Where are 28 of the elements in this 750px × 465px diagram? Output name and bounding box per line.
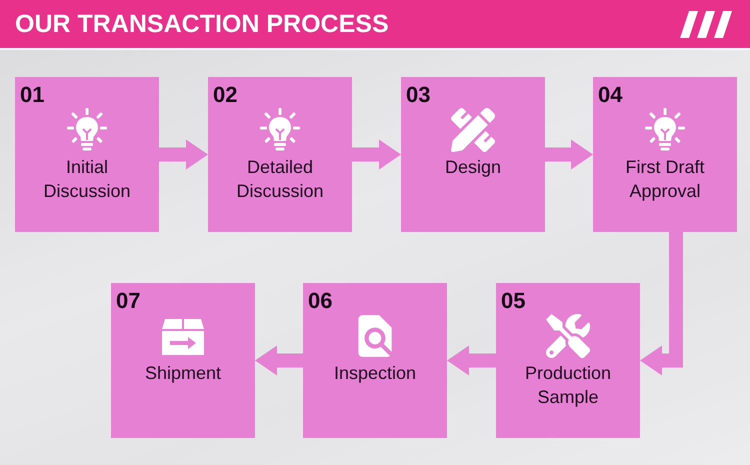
- step-box: [593, 77, 737, 232]
- step-box: [496, 283, 640, 438]
- step-label: Initial Discussion: [42, 156, 132, 203]
- arrow: [352, 140, 401, 170]
- arrow: [159, 140, 208, 170]
- title: OUR TRANSACTION PROCESS: [15, 10, 389, 38]
- step-box: [208, 77, 352, 232]
- step-label: First Draft Approval: [624, 156, 706, 203]
- step-label: Inspection: [332, 362, 418, 385]
- step-label: Design: [444, 156, 502, 179]
- step-number: 07: [116, 289, 140, 313]
- step-box: [303, 283, 447, 438]
- arrow: [640, 232, 683, 376]
- step-box: [401, 77, 545, 232]
- arrow: [447, 346, 496, 376]
- step-number: 05: [501, 289, 526, 313]
- step-label: Production Sample: [524, 362, 612, 409]
- arrow: [255, 346, 303, 376]
- step-label: Shipment: [144, 362, 222, 385]
- step-number: 04: [598, 83, 622, 107]
- step-box: [111, 283, 255, 438]
- step-label: Detailed Discussion: [235, 156, 325, 203]
- step-box: [15, 77, 159, 232]
- step-number: 03: [406, 83, 430, 107]
- step-number: 06: [308, 289, 332, 313]
- step-number: 01: [20, 83, 44, 107]
- arrow: [545, 140, 593, 170]
- step-number: 02: [213, 83, 238, 107]
